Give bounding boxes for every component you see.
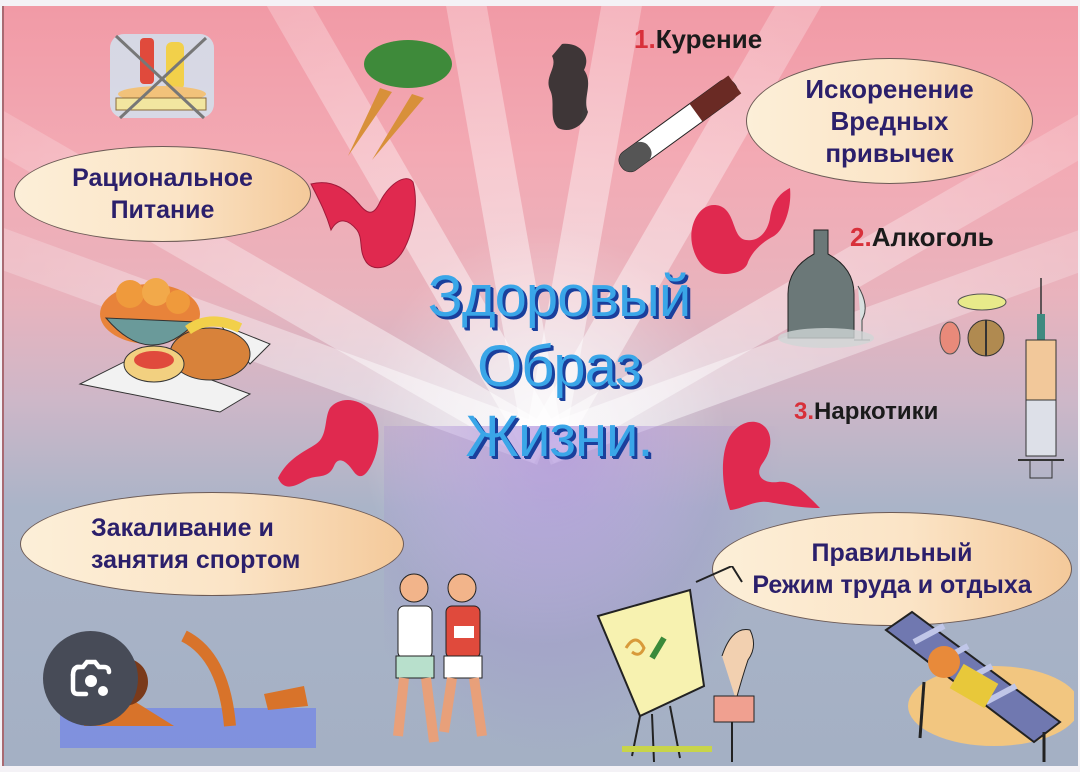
fruit-basket-illustration [78, 278, 271, 413]
node-sport-line-1: Закаливание и [91, 514, 274, 542]
wine-bottle-illustration [778, 229, 874, 348]
habit-label: Курение [655, 24, 763, 54]
carrots-illustration [348, 40, 452, 160]
poster-title: Здоровый Образ Жизни. [399, 262, 719, 472]
pills-illustration [939, 293, 1007, 357]
junk-food-crossed-illustration [110, 34, 214, 120]
node-habits-line-1: Искоренение [805, 74, 974, 104]
node-sport-line-2: занятия спортом [91, 546, 301, 574]
title-line-2: Образ [477, 334, 642, 399]
arrow-from-habits [691, 188, 791, 274]
runners-illustration [393, 573, 487, 743]
habit-smoking: 1.Курение [634, 24, 762, 55]
node-nutrition-line-2: Питание [110, 196, 215, 224]
smoke-illustration [548, 43, 589, 131]
node-nutrition-line-1: Рациональное [72, 164, 253, 192]
title-line-1: Здоровый [427, 264, 692, 329]
habit-alcohol: 2.Алкоголь [850, 222, 994, 253]
habit-number: 3. [794, 398, 815, 425]
habit-number: 2. [850, 222, 872, 252]
node-habits: Искоренение Вредных привычек [746, 58, 1033, 184]
person-on-sunbed-illustration [884, 610, 1074, 762]
habit-label: Наркотики [814, 398, 939, 425]
node-habits-line-3: привычек [825, 138, 954, 168]
habit-label: Алкоголь [871, 222, 994, 252]
node-regime-line-1: Правильный [811, 539, 973, 567]
arrow-from-nutrition [310, 178, 416, 269]
habit-drugs: 3.Наркотики [794, 398, 938, 426]
google-lens-icon [70, 659, 112, 697]
node-regime-line-2: Режим труда и отдыха [752, 571, 1032, 599]
arrow-from-regime [722, 421, 820, 510]
node-regime: Правильный Режим труда и отдыха [712, 512, 1072, 626]
node-nutrition: Рациональное Питание [14, 146, 311, 242]
habit-number: 1. [634, 24, 656, 54]
artist-at-easel-illustration [596, 566, 755, 763]
arrow-from-sport [278, 400, 379, 487]
health-lifestyle-poster: Здоровый Образ Жизни. Рациональное Питан… [2, 6, 1078, 766]
syringe-illustration [1018, 278, 1064, 479]
google-lens-button[interactable] [43, 631, 138, 726]
cigarette-illustration [618, 75, 742, 173]
node-sport: Закаливание и занятия спортом [20, 492, 404, 596]
node-habits-line-2: Вредных [830, 106, 949, 136]
title-line-3: Жизни. [465, 404, 653, 469]
